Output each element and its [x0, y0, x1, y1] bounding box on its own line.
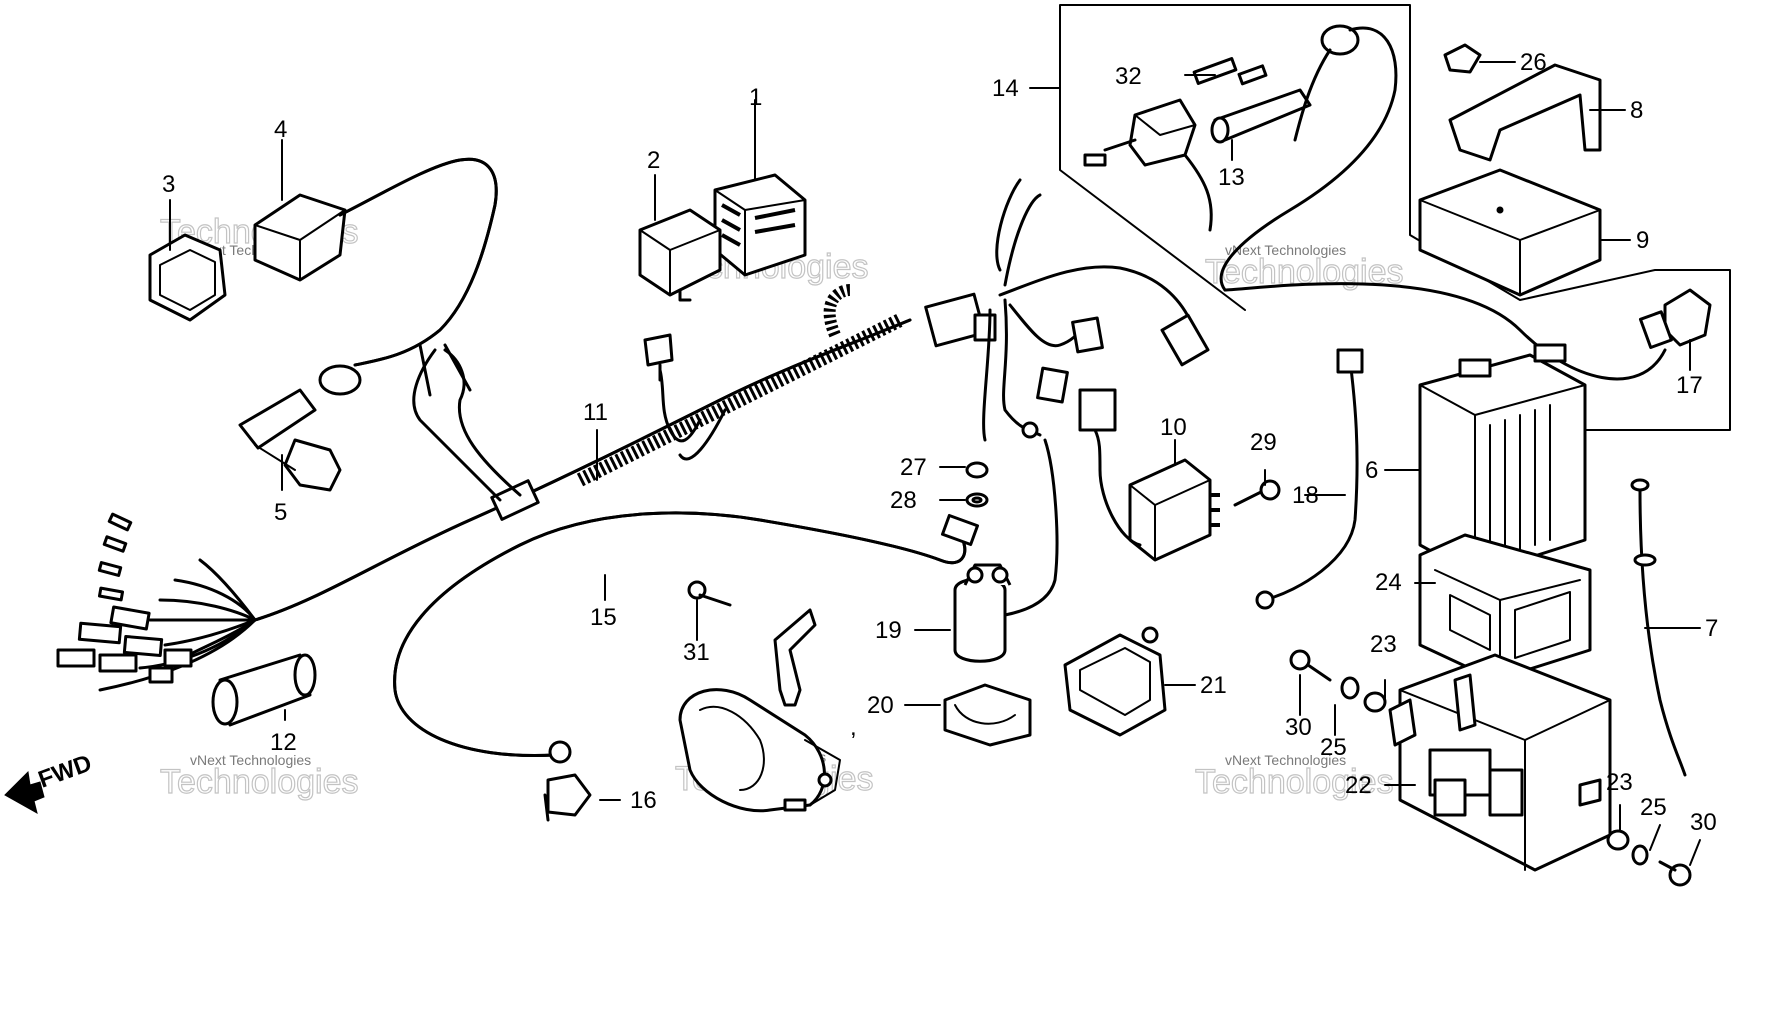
part-wire-18 [1255, 348, 1364, 610]
watermark-text: vNext Technologies [190, 752, 311, 768]
callout-16: 16 [630, 787, 657, 814]
part-cable-15 [393, 511, 980, 764]
callout-32: 32 [1115, 63, 1142, 90]
part-washer-28 [965, 492, 989, 508]
leader-lines [169, 61, 1701, 866]
callout-7: 7 [1705, 615, 1718, 642]
forward-arrow-icon [4, 770, 45, 815]
callout-23-bottom: 23 [1606, 769, 1633, 796]
part-nut-27 [965, 461, 989, 479]
callout-30-right: 30 [1690, 809, 1717, 836]
part-clamp-20 [943, 683, 1032, 747]
callout-4: 4 [274, 116, 287, 143]
callout-25-right: 25 [1640, 794, 1667, 821]
callout-12: 12 [270, 729, 297, 756]
callout-13: 13 [1218, 164, 1245, 191]
callout-18: 18 [1292, 482, 1319, 509]
part-tube-7 [1630, 478, 1687, 777]
forward-label: FWD [35, 750, 96, 794]
stray-mark: , [850, 714, 857, 741]
part-bolt-29 [1233, 479, 1281, 507]
watermark-text: vNext Technologies [1225, 752, 1346, 768]
part-washer-25a [1340, 676, 1360, 700]
part-coil-4 [253, 157, 498, 396]
callout-10: 10 [1160, 414, 1187, 441]
part-relay-2 [638, 208, 722, 302]
part-fuse-13 [1210, 88, 1312, 144]
part-solenoid-19 [953, 438, 1059, 663]
main-wire-harness [56, 178, 1210, 692]
part-fuse-holder-14 [1083, 24, 1667, 381]
watermark-text: vNext Technologies [1225, 242, 1346, 258]
callout-26: 26 [1520, 49, 1547, 76]
callout-8: 8 [1630, 97, 1643, 124]
callout-15: 15 [590, 604, 617, 631]
watermark: vNext Technologies Technologies [1194, 752, 1394, 802]
part-cap-3 [148, 233, 227, 322]
part-tray-22 [1388, 653, 1612, 872]
callout-11: 11 [583, 399, 608, 426]
callout-labels: 1 2 3 4 5 6 7 8 9 10 11 12 13 14 15 16 1… [162, 49, 1718, 836]
part-sleeve-12 [211, 653, 317, 727]
part-washer-25b [1631, 844, 1649, 866]
part-bolt-31 [687, 580, 732, 607]
callout-19: 19 [875, 617, 902, 644]
callout-27: 27 [900, 454, 927, 481]
part-battery-6 [1418, 343, 1587, 577]
part-battery-9 [1418, 168, 1602, 297]
group-outline-14 [1059, 4, 1411, 311]
part-terminal-17 [1638, 288, 1712, 350]
callout-30-left: 30 [1285, 714, 1312, 741]
callout-3: 3 [162, 171, 175, 198]
callout-9: 9 [1636, 227, 1649, 254]
part-bolt-16 [543, 773, 592, 822]
callout-22: 22 [1345, 772, 1372, 799]
callout-31: 31 [683, 639, 710, 666]
part-bracket [773, 608, 817, 707]
callout-6: 6 [1365, 457, 1378, 484]
part-nut-23b [1606, 829, 1630, 851]
callout-23-top: 23 [1370, 631, 1397, 658]
callout-1: 1 [749, 84, 762, 111]
watermark-word: Technologies [1195, 763, 1393, 801]
callout-21: 21 [1200, 672, 1227, 699]
part-holder-24 [1418, 533, 1592, 682]
callout-20: 20 [867, 692, 894, 719]
part-starter-motor [678, 688, 841, 813]
part-bracket-8 [1448, 63, 1602, 162]
part-fuse-32 [1192, 57, 1238, 85]
part-clip-26 [1443, 43, 1482, 74]
part-connector-1 [713, 173, 807, 277]
part-nut-23a [1363, 691, 1387, 713]
group-outline-17 [1409, 61, 1731, 431]
callout-24: 24 [1375, 569, 1402, 596]
part-plug-cap-5 [238, 388, 342, 492]
part-sensor [643, 333, 674, 382]
callout-25-left: 25 [1320, 734, 1347, 761]
watermark: vNext Technologies Technologies [159, 752, 359, 802]
callout-28: 28 [890, 487, 917, 514]
part-bolt-30a [1289, 649, 1332, 682]
callout-2: 2 [647, 147, 660, 174]
callout-5: 5 [274, 499, 287, 526]
forward-direction-indicator: FWD [4, 750, 96, 815]
callout-29: 29 [1250, 429, 1277, 456]
part-regulator-10 [1078, 388, 1220, 562]
watermark-group: vNext Technologies Technologies vNext Te… [159, 212, 1404, 802]
callout-17: 17 [1676, 372, 1703, 399]
watermark-word: Technologies [160, 763, 358, 801]
part-cover-21 [1063, 626, 1167, 737]
callout-14: 14 [992, 75, 1019, 102]
part-bolt-30b [1658, 860, 1692, 887]
